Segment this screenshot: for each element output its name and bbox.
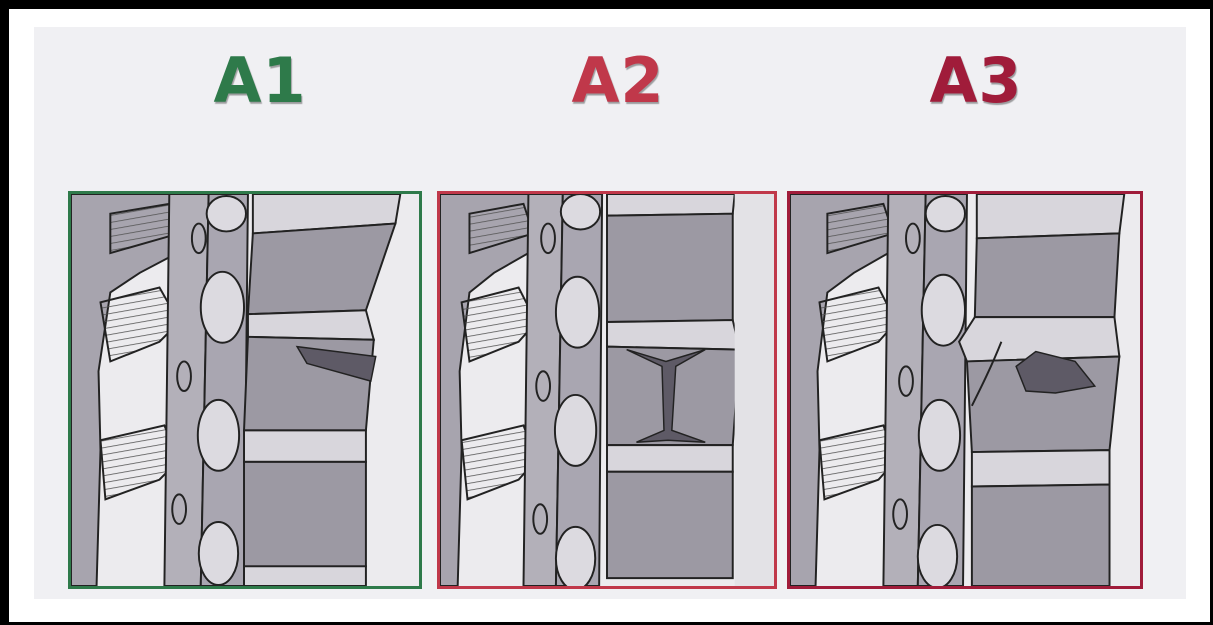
- spine-illustration-a2: [440, 194, 774, 586]
- panel-a2-split-fracture: [437, 191, 777, 589]
- label-a3: A3: [876, 44, 1076, 117]
- panel-a1-wedge-fracture: [68, 191, 422, 589]
- label-a2: A2: [518, 44, 718, 117]
- spine-illustration-a3: [790, 194, 1140, 586]
- panel-a3-burst-fracture: [787, 191, 1143, 589]
- label-a1: A1: [160, 44, 360, 117]
- spine-illustration-a1: [71, 194, 419, 586]
